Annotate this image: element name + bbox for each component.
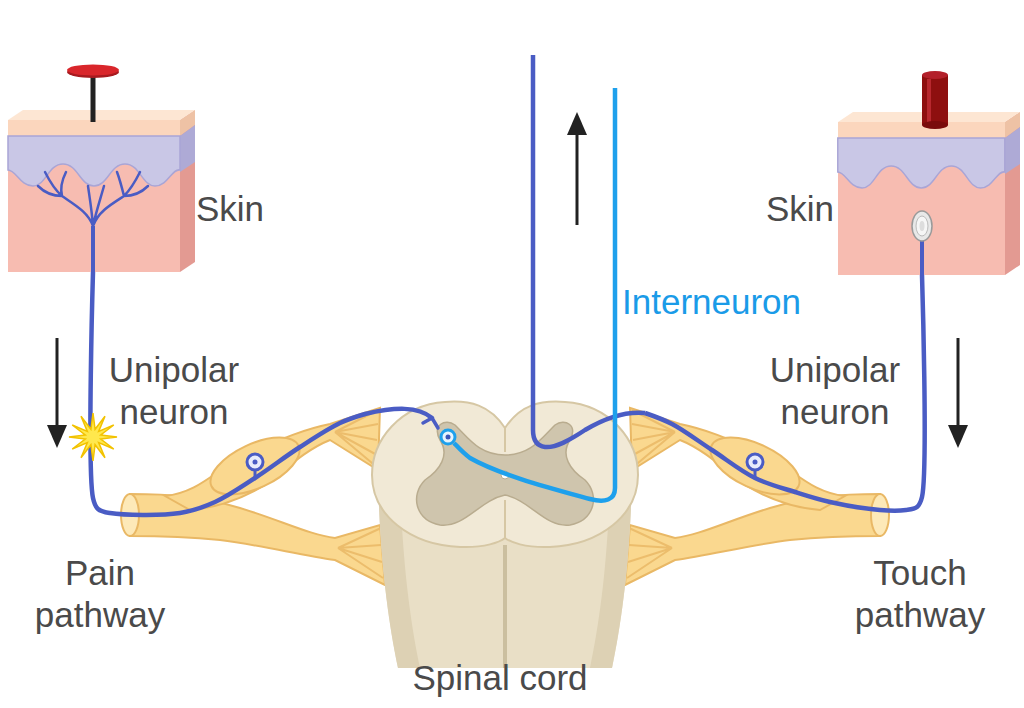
spinal-cord-art [365, 398, 645, 690]
pin-head-rim [67, 66, 119, 78]
skin-side-layer [1005, 127, 1020, 174]
skin-block: Skin [838, 112, 1020, 275]
direction-arrow [576, 130, 579, 225]
white-matter [372, 402, 638, 548]
ascending-axon [533, 55, 645, 447]
cell-body [747, 454, 763, 470]
cylinder-top [922, 71, 948, 79]
dermis [838, 122, 1005, 275]
cell-stalk [754, 470, 757, 478]
dermis [8, 120, 180, 272]
edge-label: Unipolar neuron [94, 349, 254, 433]
neuron-label: Interneuron [622, 281, 852, 323]
cell-body [247, 454, 263, 470]
skin-label: Skin [196, 188, 264, 230]
neuron-axon [90, 272, 365, 515]
edge-label: Unipolar neuron [755, 349, 915, 433]
direction-arrow-head [47, 425, 67, 448]
pathway-label: Pain pathway [12, 552, 188, 636]
free-nerve-endings [38, 172, 148, 226]
skin-top [838, 112, 1020, 122]
ventral-fissure [504, 500, 506, 538]
receptor-layer [916, 216, 928, 236]
nerve-stem [920, 240, 924, 275]
epidermis [838, 138, 1005, 188]
pin-head [67, 65, 119, 76]
skin-top [8, 110, 195, 120]
spinal-cord: Spinal cord [365, 398, 645, 690]
direction-arrow-head [567, 112, 587, 135]
receptor-core [920, 221, 925, 231]
skin-side [1005, 112, 1020, 275]
direction-arrow [56, 338, 59, 430]
spinal-nerve [121, 408, 385, 585]
touch-receptor [912, 211, 932, 241]
pathway-label: Touch pathway [832, 552, 1008, 636]
spinal-nerve [625, 408, 889, 585]
skin-block: Skin [8, 110, 195, 272]
skin-block-art [8, 110, 195, 272]
skin-side [180, 110, 195, 272]
nerve-stem [91, 226, 95, 272]
epidermis [8, 136, 180, 186]
median-fissure [503, 545, 507, 668]
skin-label: Skin [766, 188, 834, 230]
direction-arrow-head [948, 425, 968, 448]
central-canal [501, 471, 509, 479]
cell-nucleus [753, 460, 758, 465]
spinal-nerve [625, 408, 889, 585]
cell-stalk [254, 470, 257, 478]
skin-surface [838, 122, 1005, 138]
cell-nucleus [253, 460, 258, 465]
skin-surface [8, 120, 180, 136]
connectors [90, 272, 924, 515]
skin-side-layer [180, 125, 195, 172]
direction-arrow [957, 338, 960, 430]
dorsal-sulcus [504, 428, 506, 452]
pain-flash [69, 413, 117, 461]
part-label: Spinal cord [360, 657, 640, 699]
skin-block-art [838, 112, 1020, 275]
